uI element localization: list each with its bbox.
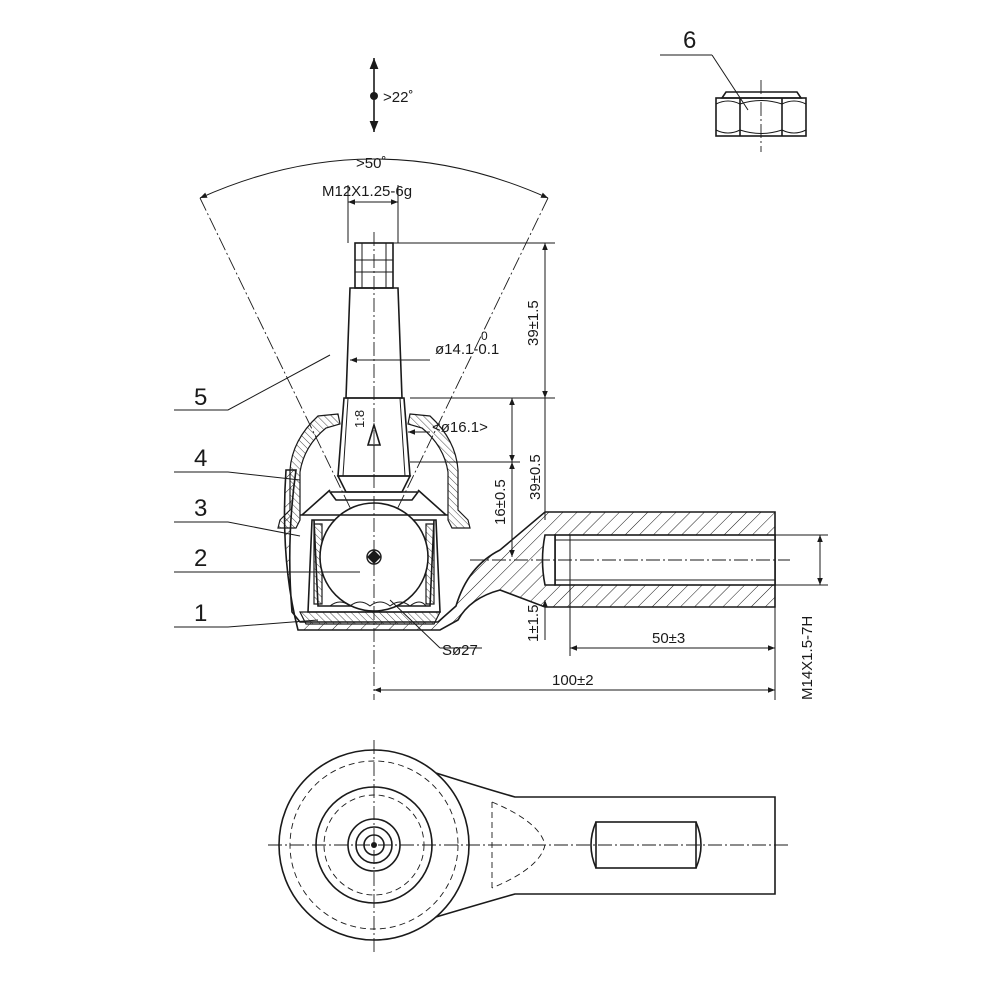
dim-39-top-label: 39±1.5 (525, 300, 542, 346)
taper-label: 1:8 (352, 410, 367, 428)
dim-16-label: 16±0.5 (492, 479, 509, 525)
callout-4: 4 (194, 445, 207, 472)
callout-6: 6 (683, 27, 696, 54)
dim-50-label: 50±3 (652, 630, 685, 647)
side-thread-label: M14X1.5-7H (799, 616, 816, 700)
angle-22-label: >22˚ (383, 89, 413, 106)
dust-boot-part-4 (277, 413, 471, 529)
callout-1: 1 (194, 600, 207, 627)
stud-thread-label: M12X1.25-6g (322, 183, 412, 200)
angle-50-label: >50˚ (356, 155, 386, 172)
dim-1-label: 1±1.5 (525, 605, 542, 642)
callout-numbers: 5 4 3 2 1 6 (194, 27, 696, 627)
sphere-dia-label: Sø27 (442, 642, 478, 659)
dim-39-mid-label: 39±0.5 (527, 454, 544, 500)
dim-100-label: 100±2 (552, 672, 594, 689)
nut-part-6 (660, 54, 807, 152)
dia-16-label: <ø16.1> (432, 419, 488, 436)
callout-5: 5 (194, 384, 207, 411)
cone-angle-dimension (199, 158, 549, 558)
dia-14-tol-upper: 0 (481, 329, 488, 343)
callout-leaders (174, 354, 360, 628)
plan-view (268, 740, 790, 955)
callout-2: 2 (194, 545, 207, 572)
annotation-texts: >22˚ >50˚ M12X1.25-6g ø14.1-0.1 0 1:8 <ø… (322, 89, 816, 700)
dimension-lines (347, 185, 828, 700)
swing-angle-indicator (369, 58, 379, 132)
dia-14-label: ø14.1-0.1 (435, 341, 499, 358)
callout-3: 3 (194, 495, 207, 522)
